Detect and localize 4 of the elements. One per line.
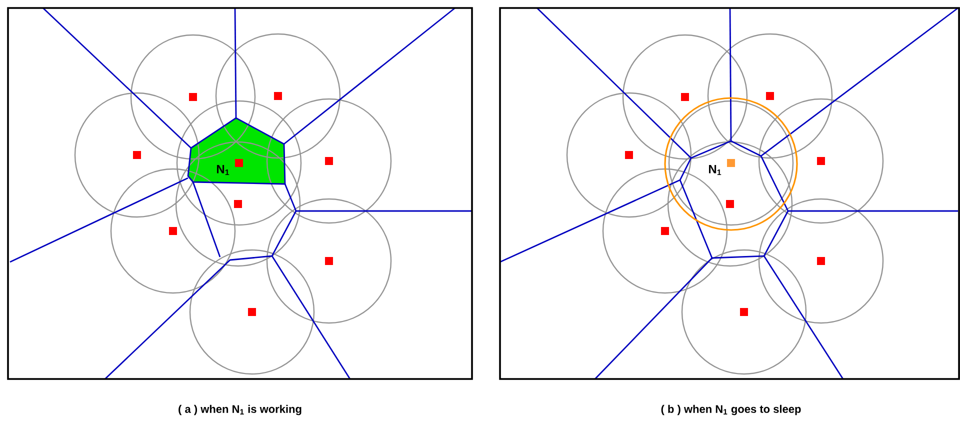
caption: ( a ) when N$_{1}$ is working bbox=[178, 404, 302, 416]
caption: ( b ) when N$_{1}$ goes to sleep bbox=[661, 404, 801, 416]
node-label: N$_{1}$ bbox=[709, 164, 722, 176]
node-label: N$_{1}$ bbox=[217, 164, 230, 176]
